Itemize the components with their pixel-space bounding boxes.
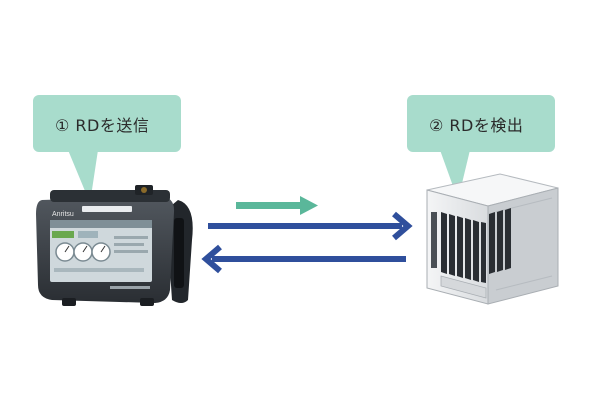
- arrow-to-tester: [201, 244, 406, 274]
- portable-tester-device: Anritsu: [36, 185, 193, 306]
- rack-system-device: [426, 173, 559, 305]
- callout-left-text: ① RDを送信: [55, 116, 150, 135]
- brand-label: Anritsu: [52, 211, 74, 218]
- arrow-to-rack: [208, 211, 413, 241]
- callout-left-bubble: [33, 95, 181, 203]
- callout-right-text: ② RDを検出: [429, 116, 524, 135]
- callout-right-bubble: [407, 95, 555, 200]
- send-indicator-arrow: [236, 196, 318, 215]
- rack-cards: [441, 208, 511, 283]
